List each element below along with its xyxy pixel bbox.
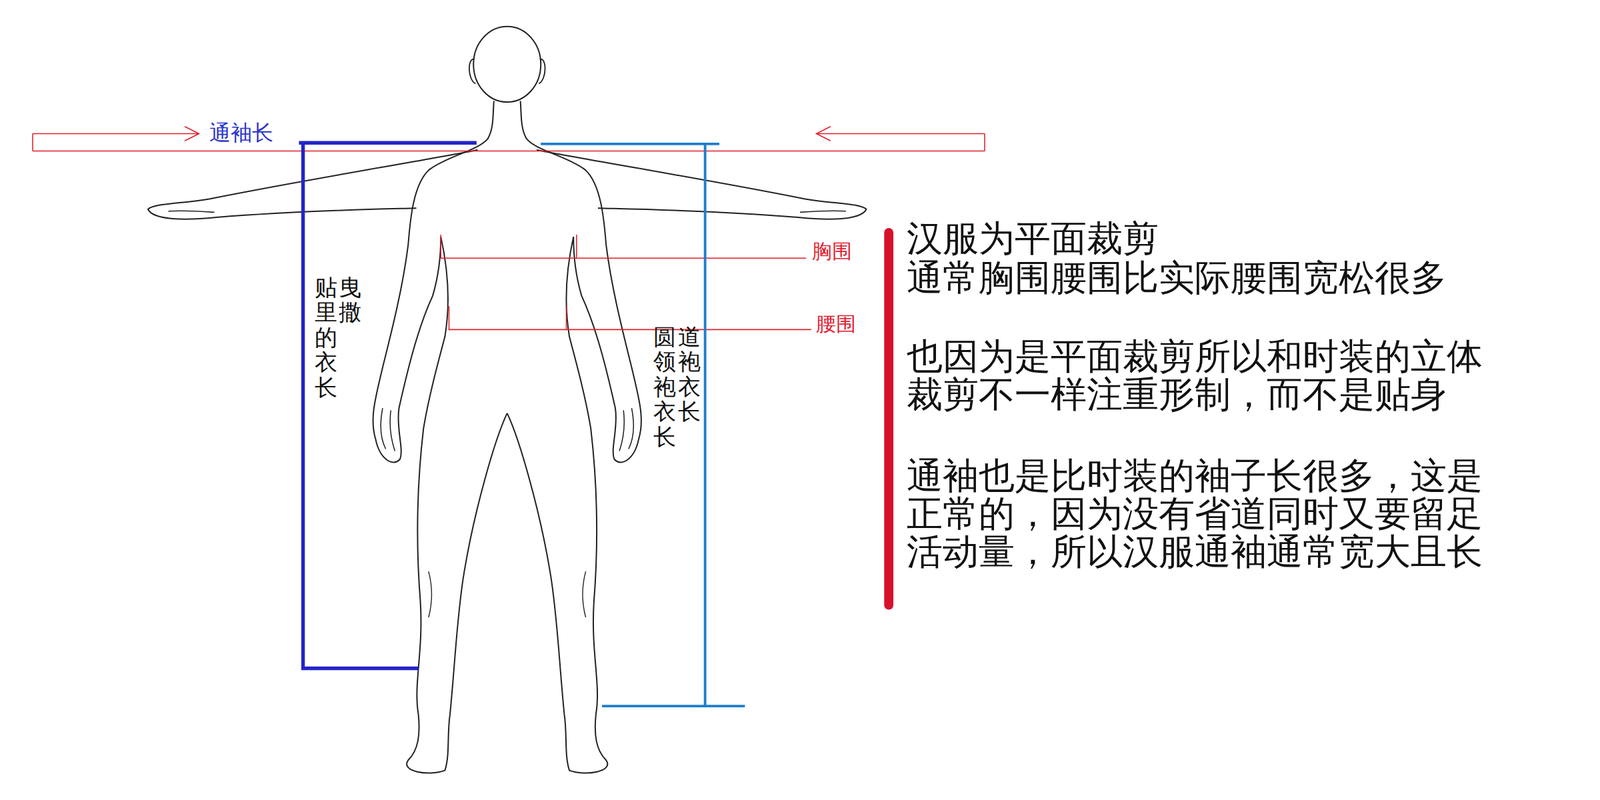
head-outline xyxy=(473,26,541,102)
daopao-length-bracket xyxy=(540,144,745,706)
vertical-label: 贴里的衣长 xyxy=(314,275,338,400)
measure-label: 腰围 xyxy=(816,310,856,338)
sleeve-measure xyxy=(32,126,985,152)
note-text: 汉服为平面裁剪 xyxy=(906,219,1494,258)
body-left xyxy=(148,59,508,774)
chest-line xyxy=(440,234,806,258)
measure-label: 胸围 xyxy=(812,238,852,266)
vertical-label: 曳撒 xyxy=(338,275,362,326)
note-text: 通常胸围腰围比实际腰围宽松很多 xyxy=(906,258,1494,297)
arrow-right xyxy=(816,126,985,152)
vertical-label: 圆领袍衣长 xyxy=(653,324,676,450)
waist-line xyxy=(448,306,811,330)
measure-line xyxy=(32,150,985,152)
note-bar xyxy=(884,232,894,606)
vertical-label: 道袍衣长 xyxy=(678,324,701,425)
measure-label: 通袖长 xyxy=(209,118,274,148)
body-right xyxy=(507,59,867,774)
arrow-left xyxy=(32,126,199,152)
yesa-length-bracket xyxy=(298,142,476,668)
girth-measures xyxy=(440,234,812,330)
note-text: 也因为是平面裁剪所以和时装的立体裁剪不一样注重形制，而不是贴身 xyxy=(906,337,1494,414)
note-text: 通袖也是比时装的袖子长很多，这是正常的，因为没有省道同时又要留足活动量，所以汉服… xyxy=(906,456,1494,571)
